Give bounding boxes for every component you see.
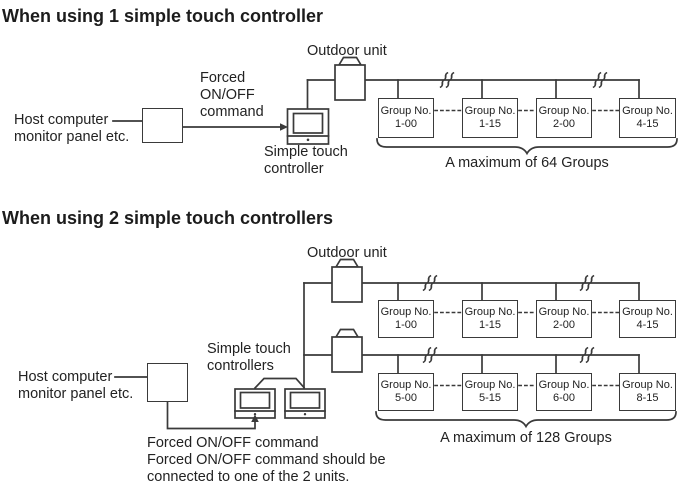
group-box-1-00: Group No. 1-00	[378, 300, 434, 338]
controller-label: Simple touch controller	[264, 144, 348, 178]
note-line: connected to one of the 2 units.	[147, 469, 350, 485]
simple-touch-controller-icon	[234, 388, 276, 419]
host-computer-line: Host computer	[18, 369, 113, 385]
group-number: 1-00	[394, 118, 418, 130]
note-line: Forced ON/OFF command	[147, 435, 319, 451]
outdoor-unit-icon	[334, 56, 366, 101]
group-name: Group No.	[380, 378, 432, 391]
group-number: 4-15	[636, 319, 659, 331]
group-number: 5-15	[478, 392, 502, 404]
group-name: Group No.	[622, 104, 673, 117]
simple-touch-controller-icon	[286, 108, 330, 145]
group-range-brace	[376, 138, 678, 156]
forced-command-note: Forced ON/OFF command Forced ON/OFF comm…	[147, 435, 386, 486]
group-number: 1-15	[478, 118, 502, 130]
outdoor-unit-icon	[331, 328, 363, 373]
note-line: Forced ON/OFF command should be	[147, 452, 386, 468]
forced-command-arrow	[182, 123, 288, 131]
group-name: Group No.	[380, 305, 432, 318]
host-computer-line: monitor panel etc.	[14, 129, 130, 145]
group-number: 4-15	[636, 118, 659, 130]
group-box-2-00: Group No. 2-00	[536, 300, 592, 338]
group-number: 2-00	[552, 319, 576, 331]
outdoor-unit-icon	[331, 258, 363, 303]
controller-label-line: controller	[264, 161, 324, 177]
controllers-label: Simple touch controllers	[207, 341, 291, 375]
forced-command-label: Forced ON/OFF command	[200, 70, 264, 121]
group-box-4-15: Group No. 4-15	[619, 300, 676, 338]
host-computer-box	[142, 108, 183, 143]
line-break-mark	[439, 71, 455, 89]
line-break-mark	[579, 346, 595, 364]
group-number: 1-00	[394, 319, 418, 331]
group-box-1-15: Group No. 1-15	[462, 300, 518, 338]
group-box-5-15: Group No. 5-15	[462, 373, 518, 411]
controllers-label-line: controllers	[207, 358, 274, 374]
controllers-label-line: Simple touch	[207, 341, 291, 357]
controllers-label-pointer	[253, 377, 306, 390]
group-number: 8-15	[636, 392, 659, 404]
section1-title: When using 1 simple touch controller	[2, 6, 324, 26]
group-number: 1-15	[478, 319, 502, 331]
group-name: Group No.	[380, 104, 432, 117]
line-break-mark	[579, 274, 595, 292]
group-name: Group No.	[464, 104, 516, 117]
forced-command-line: ON/OFF	[200, 87, 255, 103]
host-computer-label: Host computer monitor panel etc.	[18, 369, 133, 403]
forced-command-line: Forced	[200, 70, 246, 86]
host-computer-box	[147, 363, 188, 402]
line-break-mark	[592, 71, 608, 89]
host-computer-label: Host computer monitor panel etc.	[14, 112, 129, 146]
max-groups-label: A maximum of 128 Groups	[440, 430, 612, 446]
controller-label-line: Simple touch	[264, 144, 348, 160]
group-box-1-15: Group No. 1-15	[462, 98, 518, 138]
host-computer-line: monitor panel etc.	[18, 386, 134, 402]
group-name: Group No.	[464, 305, 516, 318]
line-break-mark	[422, 274, 438, 292]
group-box-5-00: Group No. 5-00	[378, 373, 434, 411]
group-name: Group No.	[622, 305, 673, 318]
host-computer-line: Host computer	[14, 112, 109, 128]
max-groups-label: A maximum of 64 Groups	[445, 155, 609, 171]
group-range-brace	[375, 411, 677, 429]
group-box-6-00: Group No. 6-00	[536, 373, 592, 411]
group-box-1-00: Group No. 1-00	[378, 98, 434, 138]
group-name: Group No.	[464, 378, 516, 391]
forced-command-line: command	[200, 104, 264, 120]
section2-title: When using 2 simple touch controllers	[2, 208, 334, 228]
group-number: 5-00	[394, 392, 418, 404]
group-name: Group No.	[538, 378, 590, 391]
group-box-4-15: Group No. 4-15	[619, 98, 676, 138]
outdoor-unit-label: Outdoor unit	[307, 43, 387, 59]
group-name: Group No.	[622, 378, 673, 391]
simple-touch-controller-icon	[284, 388, 326, 419]
group-box-8-15: Group No. 8-15	[619, 373, 676, 411]
group-number: 2-00	[552, 118, 576, 130]
forced-command-arrow	[166, 401, 259, 430]
group-number: 6-00	[552, 392, 576, 404]
group-name: Group No.	[538, 104, 590, 117]
outdoor-unit-label: Outdoor unit	[307, 245, 387, 261]
group-name: Group No.	[538, 305, 590, 318]
group-box-2-00: Group No. 2-00	[536, 98, 592, 138]
line-break-mark	[422, 346, 438, 364]
